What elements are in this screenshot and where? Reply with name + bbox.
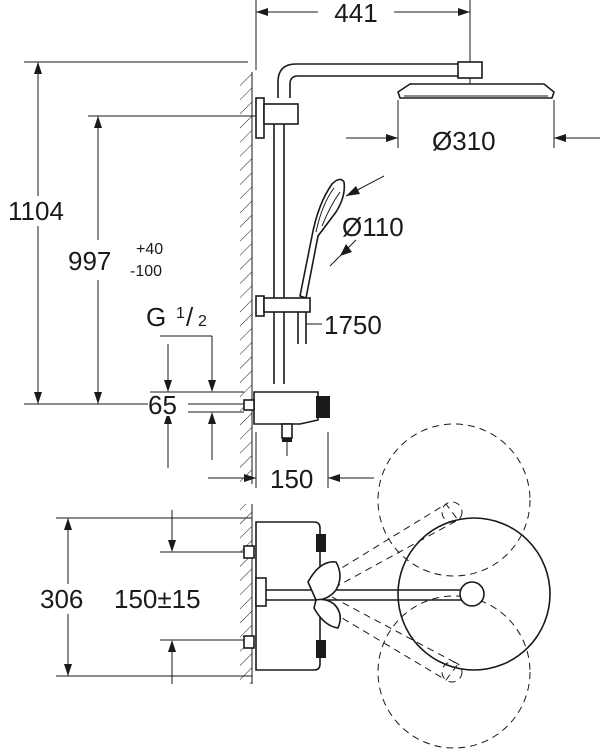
shower-arm (277, 61, 483, 98)
dimension-hand-diameter: Ø110 (329, 175, 404, 267)
dimension-total-height: 1104 (0, 61, 248, 405)
dim-306-label: 306 (40, 584, 83, 614)
dim-65-label: 65 (148, 390, 177, 420)
dim-1104-label: 1104 (8, 196, 64, 226)
head-shower (397, 83, 555, 99)
dim-150-15-label: 150±15 (114, 584, 201, 614)
dim-1750-label: 1750 (324, 310, 382, 340)
dim-110-label: Ø110 (342, 212, 404, 242)
dim-997-minus-label: -100 (130, 263, 162, 280)
thread-label: G 1 / 2 (146, 302, 216, 460)
wall-hatch-lower (240, 504, 253, 684)
dimension-head-diameter: Ø310 (346, 100, 600, 156)
dimension-wall-offset: 150 (208, 432, 374, 494)
hand-shower-front (307, 561, 342, 629)
hand-shower-holder: 1750 (255, 295, 382, 344)
dim-997-label: 997 (68, 246, 111, 276)
wall-hatch-upper (240, 72, 253, 484)
thread-slash-label: / (186, 302, 194, 332)
dimension-inlet-height: 65 (148, 344, 244, 468)
hand-shower (299, 178, 346, 300)
dimension-rail-height: 997 +40 -100 (66, 115, 262, 404)
dim-150-label: 150 (270, 464, 313, 494)
swing-positions-dashed (321, 423, 531, 749)
thread-num-label: 1 (176, 305, 185, 322)
dim-441-label: 441 (334, 0, 377, 28)
dimension-inlet-spacing: 150±15 (112, 510, 244, 684)
shower-rail (255, 97, 299, 384)
thermostat-body-front (243, 521, 326, 671)
head-shower-front (266, 517, 551, 671)
dim-997-plus-label: +40 (136, 241, 163, 258)
dimension-body-height: 306 (34, 517, 252, 677)
thread-g-label: G (146, 302, 166, 332)
dim-310-label: Ø310 (432, 126, 496, 156)
thread-den-label: 2 (198, 313, 207, 330)
thermostat-body-side (243, 391, 330, 456)
dimension-arm-width: 441 (255, 0, 471, 70)
